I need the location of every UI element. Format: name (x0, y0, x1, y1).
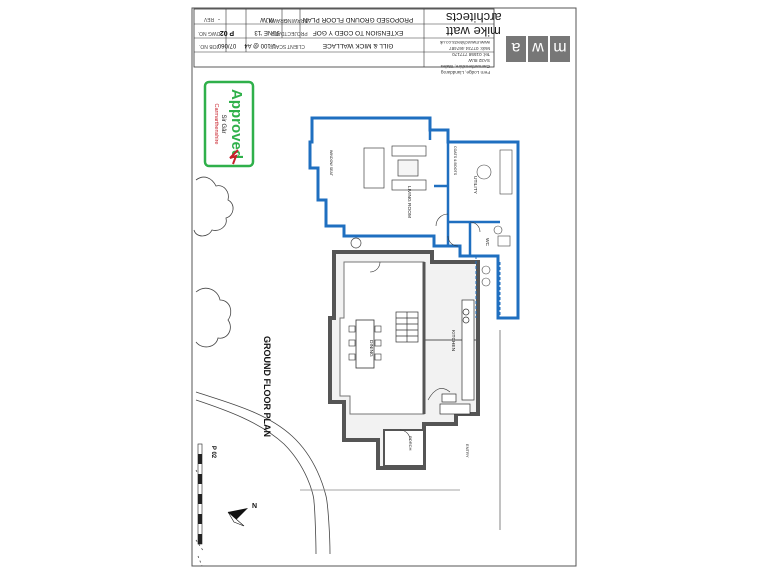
tb-scale-label: SCALE (269, 43, 286, 49)
tb-scale: 1:100 @ A4 (244, 42, 276, 48)
tb-date: JUNE '13 (254, 29, 280, 35)
door-swings (369, 213, 481, 273)
logo-letter-a: a (511, 39, 520, 56)
approved-stamp: Approved Sir Gâr Carmarthenshire (203, 80, 255, 168)
kitchen-units (439, 299, 475, 415)
scale-bar (197, 443, 203, 545)
room-labels: LIVING ROOM UTILITY WC KITCHEN DINING PO… (329, 146, 490, 458)
practice-logo: m w a (506, 36, 570, 62)
label-utility: UTILITY (472, 176, 478, 195)
stamp-dragon-mark (229, 149, 239, 165)
north-label: N (252, 503, 257, 510)
tb-project: EXTENSION TO COED Y GOF (313, 29, 404, 36)
tb-drawing: PROPOSED GROUND FLOOR PLAN (302, 16, 413, 23)
extension-partitions (428, 118, 500, 256)
practice-name-1: mike watt (446, 24, 501, 39)
addr-3: SA32 8LW (468, 58, 490, 63)
tb-client: GILL & MICK WALLACE (322, 42, 393, 49)
plan-title: GROUND FLOOR PLAN (262, 336, 272, 437)
practice-address: Fern Lodge, Llanddarog Carmarthenshire, … (439, 40, 490, 75)
sheet-number: P 02 (210, 446, 216, 459)
tb-project-label: PROJECT (284, 30, 307, 36)
staircase (395, 311, 419, 343)
tb-rev: - (218, 16, 220, 22)
tb-drawn-label: DRAWN (268, 17, 287, 23)
tb-rev-label: REV (203, 16, 214, 22)
stamp-sub1: Sir Gâr (220, 114, 226, 133)
plan: LIVING ROOM UTILITY WC KITCHEN DINING PO… (308, 116, 520, 470)
utility-fixtures (476, 149, 513, 287)
tb-dwg: P 02 (220, 29, 234, 36)
tb-date-label: DATE (271, 30, 285, 36)
label-entry: ENTRY (465, 444, 470, 458)
mob: Mob: 07734 467487 (449, 46, 490, 51)
tb-job-label: JOB NO. (199, 43, 219, 49)
stamp-sub2: Carmarthenshire (213, 104, 219, 145)
tb-drawing-label: DRAWING (284, 17, 308, 23)
logo-letter-w: w (532, 39, 545, 56)
extension-walls (308, 116, 520, 320)
label-wc: WC (484, 238, 490, 247)
tb-dwg-label: DWG NO. (198, 30, 221, 36)
stamp-text: Approved (228, 89, 245, 159)
tel: Tel: 01558 777170 (452, 52, 490, 57)
addr-2: Carmarthenshire, Wales (440, 64, 490, 69)
tb-job: 07/060 (217, 42, 236, 48)
boundary-curve-inner (195, 399, 317, 555)
label-coats: COATS & BOOTS (453, 146, 457, 176)
tb-drawn: MJW (260, 16, 274, 22)
dashed-lines (475, 256, 501, 318)
label-kitchen: KITCHEN (450, 330, 456, 352)
label-dining: DINING (368, 340, 374, 357)
label-porch: PORCH (408, 436, 413, 451)
web: www.mwarchitects.co.uk (439, 40, 490, 45)
tree-2 (195, 287, 232, 348)
north-arrow-icon: N (227, 503, 257, 527)
title-block: DRAWING PROPOSED GROUND FLOOR PLAN PROJE… (193, 8, 495, 68)
porch-door-swing (399, 429, 411, 441)
living-furniture (350, 145, 427, 249)
label-living: LIVING ROOM (406, 186, 412, 218)
kitchen-island-curve (427, 388, 451, 401)
existing-internal (339, 261, 425, 415)
tb-client-label: CLIENT (287, 43, 305, 49)
practice-details: mike watt architects (446, 10, 502, 39)
addr-1: Fern Lodge, Llanddarog (441, 70, 490, 75)
practice-name-2: architects (446, 10, 502, 25)
dining-table (355, 319, 375, 369)
porch (383, 429, 425, 467)
boundary-curve-outer (195, 391, 331, 555)
tree-1 (193, 176, 234, 237)
logo-letter-m: m (553, 39, 566, 56)
label-window-seat: WINDOW SEAT (329, 150, 333, 177)
dining-chairs (348, 325, 382, 361)
